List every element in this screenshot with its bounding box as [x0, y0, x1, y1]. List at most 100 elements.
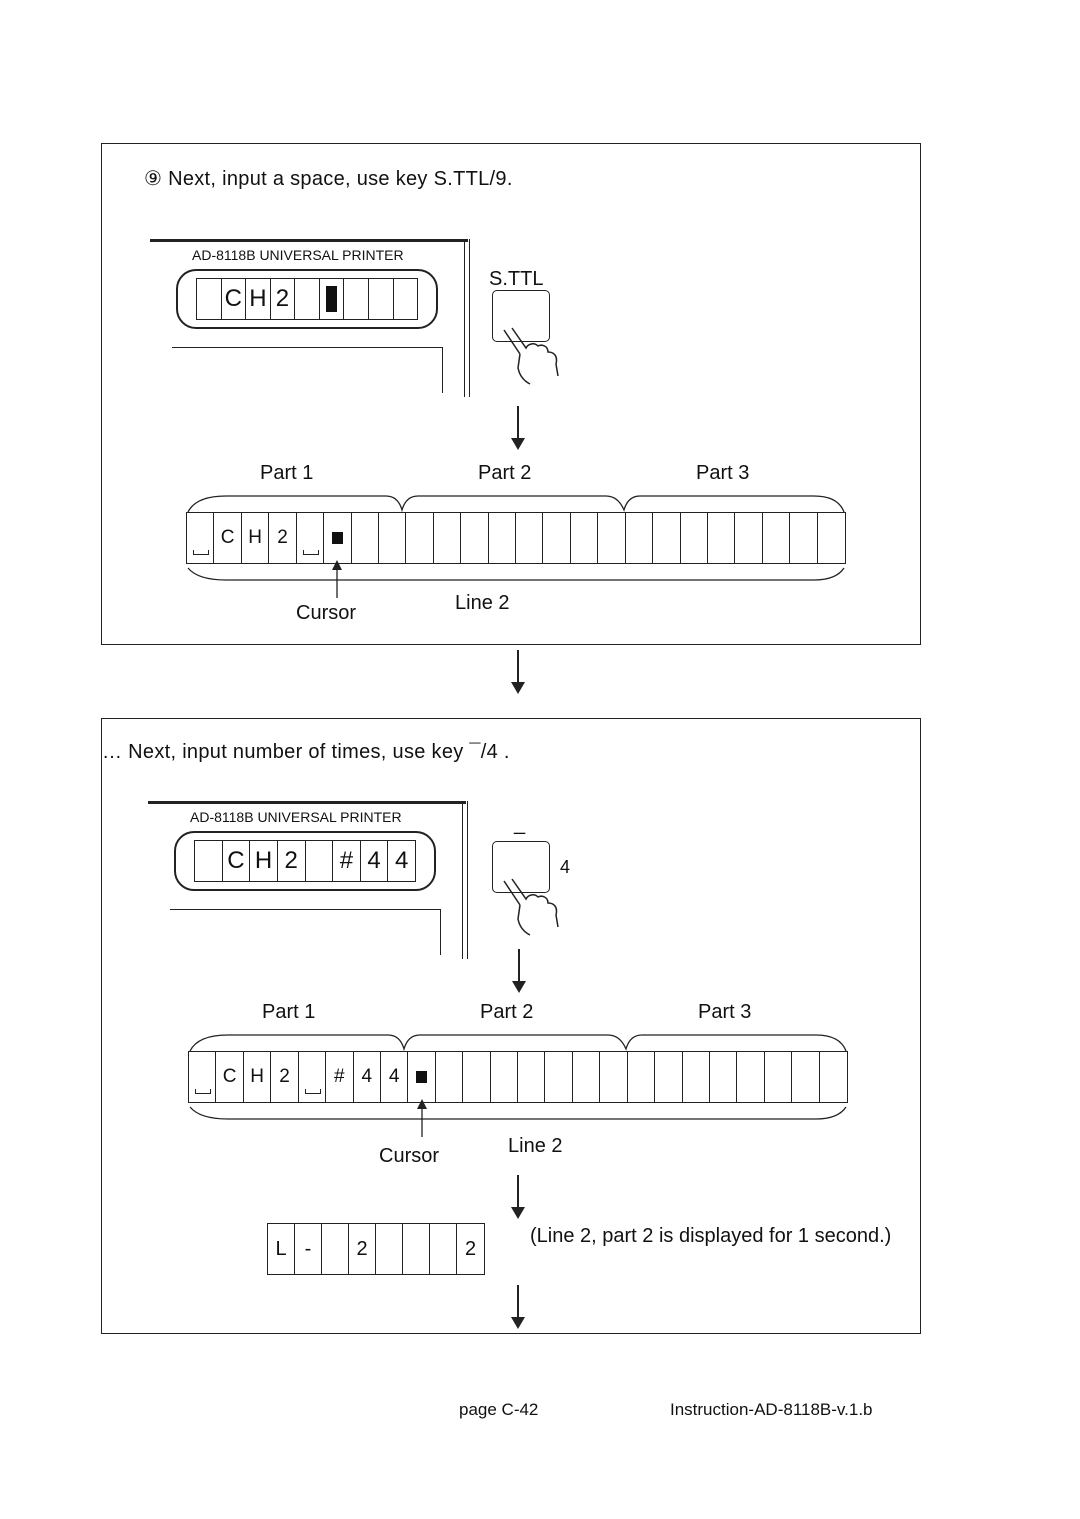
- s-ttl-key-label: S.TTL: [489, 268, 544, 290]
- display-char: 2: [464, 1237, 477, 1260]
- cursor-block-icon: [326, 286, 338, 312]
- printer-brand: AD-8118B UNIVERSAL PRINTER: [190, 809, 402, 825]
- display-char: [322, 1224, 349, 1274]
- line-cell: H: [244, 1052, 272, 1102]
- part-1-label: Part 1: [262, 1001, 316, 1023]
- line-cell: [187, 513, 215, 563]
- lcd-char: [306, 841, 334, 881]
- line-cell: [297, 513, 325, 563]
- line-cell: 2: [269, 513, 297, 563]
- line-2-label: Line 2: [508, 1135, 563, 1157]
- line-cell: [790, 513, 818, 563]
- line-cell: [600, 1052, 628, 1102]
- line-cell: [189, 1052, 217, 1102]
- line-cell: [683, 1052, 711, 1102]
- cursor-label: Cursor: [379, 1145, 440, 1167]
- space-icon: [195, 1089, 211, 1094]
- part-braces: [189, 1034, 847, 1052]
- line-cell: [489, 513, 517, 563]
- pressing-finger-icon: [503, 327, 559, 385]
- line-cell: [545, 1052, 573, 1102]
- down-arrow-icon: [511, 406, 525, 450]
- line-cell: [708, 513, 736, 563]
- lcd-char: [344, 279, 369, 319]
- lcd-char: [320, 279, 345, 319]
- lcd-char: [295, 279, 320, 319]
- display-char: [376, 1224, 403, 1274]
- line-cell: #: [326, 1052, 354, 1102]
- line-cell: [763, 513, 791, 563]
- lcd-char: C: [223, 841, 251, 881]
- line-cell: [710, 1052, 738, 1102]
- lcd-char: [369, 279, 394, 319]
- page-number: page C-42: [459, 1400, 539, 1419]
- line-2-label: Line 2: [455, 592, 510, 614]
- line-cell: [626, 513, 654, 563]
- cursor-pointer: [332, 560, 342, 598]
- key-side-digit: 4: [560, 857, 571, 877]
- line-cell: C: [216, 1052, 244, 1102]
- step-9-title: ⑨ Next, input a space, use key S.TTL/9.: [144, 168, 513, 190]
- part-1-label: Part 1: [260, 462, 314, 484]
- part-2-label: Part 2: [480, 1001, 534, 1023]
- printer-brand: AD-8118B UNIVERSAL PRINTER: [192, 247, 404, 263]
- lcd-char: [197, 279, 222, 319]
- line-cell: [408, 1052, 436, 1102]
- space-icon: [302, 550, 319, 555]
- cursor-pointer: [417, 1099, 427, 1137]
- line-cell: [765, 1052, 793, 1102]
- document-id: Instruction-AD-8118B-v.1.b: [670, 1400, 873, 1419]
- line-cell: [653, 513, 681, 563]
- lcd-char: H: [250, 841, 278, 881]
- down-arrow-icon: [511, 1175, 525, 1219]
- line-cell: [820, 1052, 847, 1102]
- display-char: -: [295, 1224, 322, 1274]
- display-char: L: [268, 1224, 295, 1274]
- lcd-char: H: [246, 279, 271, 319]
- line-brace: [187, 567, 845, 581]
- lcd-char: #: [333, 841, 361, 881]
- lcd-char: 4: [395, 847, 409, 874]
- part-3-label: Part 3: [698, 1001, 752, 1023]
- line-cell: [792, 1052, 820, 1102]
- key-top-symbol: _: [514, 813, 526, 835]
- line-cell: [406, 513, 434, 563]
- line-cell: [518, 1052, 546, 1102]
- line-cell: [434, 513, 462, 563]
- down-arrow-icon: [511, 1285, 525, 1329]
- display-char: 2: [349, 1224, 376, 1274]
- line-cell: [571, 513, 599, 563]
- line-cell: 4: [381, 1052, 409, 1102]
- step-10-panel: … Next, input number of times, use key ¯…: [101, 718, 921, 1334]
- part-braces: [187, 495, 845, 513]
- line-cell: [436, 1052, 464, 1102]
- space-icon: [304, 1089, 321, 1094]
- step-10-title: … Next, input number of times, use key ¯…: [102, 741, 510, 763]
- lcd-char: 2: [278, 841, 306, 881]
- line-cell: [628, 1052, 656, 1102]
- space-icon: [193, 550, 209, 555]
- lcd-char: [394, 279, 418, 319]
- line-cell: [352, 513, 379, 563]
- line-cell: [299, 1052, 327, 1102]
- cursor-block-icon: [416, 1071, 428, 1083]
- part-3-label: Part 3: [696, 462, 750, 484]
- step-9-panel: ⑨ Next, input a space, use key S.TTL/9. …: [101, 143, 921, 645]
- line-cell: [461, 513, 489, 563]
- line-cell: [516, 513, 544, 563]
- line-cell: [598, 513, 626, 563]
- part-2-label: Part 2: [478, 462, 532, 484]
- display-char: [403, 1224, 430, 1274]
- cursor-block-icon: [331, 532, 343, 544]
- line-cell: [681, 513, 709, 563]
- display-char: [430, 1224, 457, 1274]
- pressing-finger-icon: [503, 878, 559, 936]
- down-arrow-icon: [512, 949, 526, 993]
- line-cell: [463, 1052, 491, 1102]
- line-cell: [735, 513, 763, 563]
- line-cell: [379, 513, 407, 563]
